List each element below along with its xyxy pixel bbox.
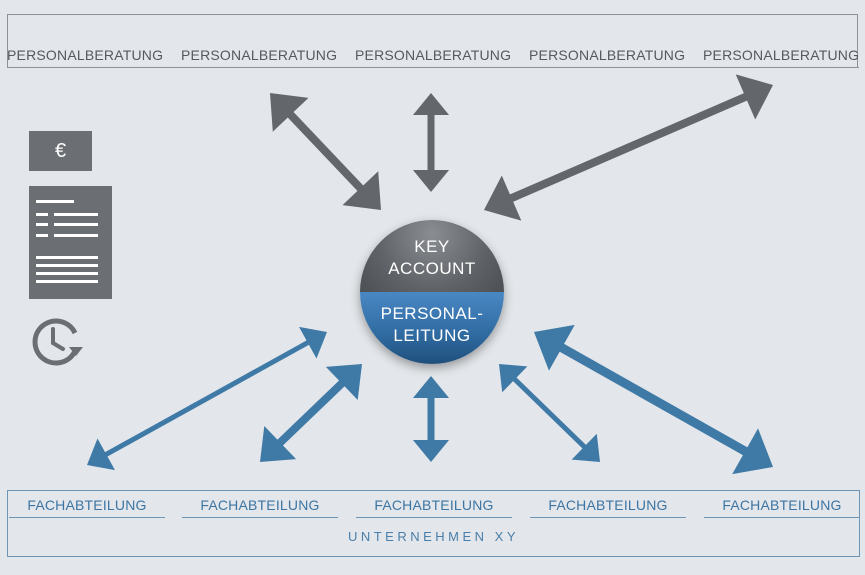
personnel-line2: LEITUNG bbox=[393, 326, 471, 345]
arrow-shaft bbox=[511, 375, 588, 451]
arrow-head bbox=[270, 93, 309, 132]
department-label: FACHABTEILUNG bbox=[182, 497, 338, 518]
department-label: FACHABTEILUNG bbox=[704, 497, 860, 518]
company-label: UNTERNEHMEN XY bbox=[347, 529, 520, 544]
department-label: FACHABTEILUNG bbox=[530, 497, 686, 518]
arrow-head bbox=[260, 426, 297, 462]
key-account-line2: ACCOUNT bbox=[388, 259, 476, 278]
consultancy-label: PERSONALBERATUNG bbox=[703, 47, 859, 68]
consultancy-label: PERSONALBERATUNG bbox=[181, 47, 337, 68]
personnel-management-segment bbox=[360, 292, 504, 364]
arrow-shaft bbox=[556, 342, 751, 457]
consultancy-label: PERSONALBERATUNG bbox=[355, 47, 511, 68]
arrow-head bbox=[87, 438, 115, 471]
arrow-head bbox=[412, 440, 450, 462]
arrow-head bbox=[412, 170, 450, 192]
arrow-shaft bbox=[285, 109, 366, 194]
consultancy-label: PERSONALBERATUNG bbox=[7, 47, 163, 68]
arrow-head bbox=[299, 326, 327, 359]
arrow-head bbox=[732, 428, 773, 475]
arrow-head bbox=[325, 364, 362, 400]
arrow-shaft bbox=[275, 378, 347, 448]
document-icon bbox=[29, 186, 112, 299]
arrow-shaft bbox=[103, 339, 311, 458]
company-frame bbox=[7, 490, 860, 557]
department-label: FACHABTEILUNG bbox=[356, 497, 512, 518]
personnel-line1: PERSONAL- bbox=[380, 304, 484, 323]
key-account-line1: KEY bbox=[414, 237, 450, 256]
arrow-head bbox=[735, 74, 773, 120]
arrow-head bbox=[412, 376, 450, 398]
arrow-head bbox=[499, 364, 528, 393]
arrow-head bbox=[342, 171, 381, 210]
key-account-personnel-circle: KEY ACCOUNT PERSONAL- LEITUNG bbox=[360, 220, 504, 364]
department-label: FACHABTEILUNG bbox=[9, 497, 165, 518]
arrow-head bbox=[412, 93, 450, 115]
arrow-head bbox=[534, 324, 575, 371]
key-account-segment bbox=[360, 220, 504, 292]
consultancy-label: PERSONALBERATUNG bbox=[529, 47, 685, 68]
arrow-head bbox=[484, 175, 522, 221]
arrow-shaft bbox=[507, 92, 750, 203]
euro-icon: € bbox=[29, 131, 92, 171]
clock-icon bbox=[32, 318, 83, 366]
arrow-head bbox=[571, 433, 600, 462]
